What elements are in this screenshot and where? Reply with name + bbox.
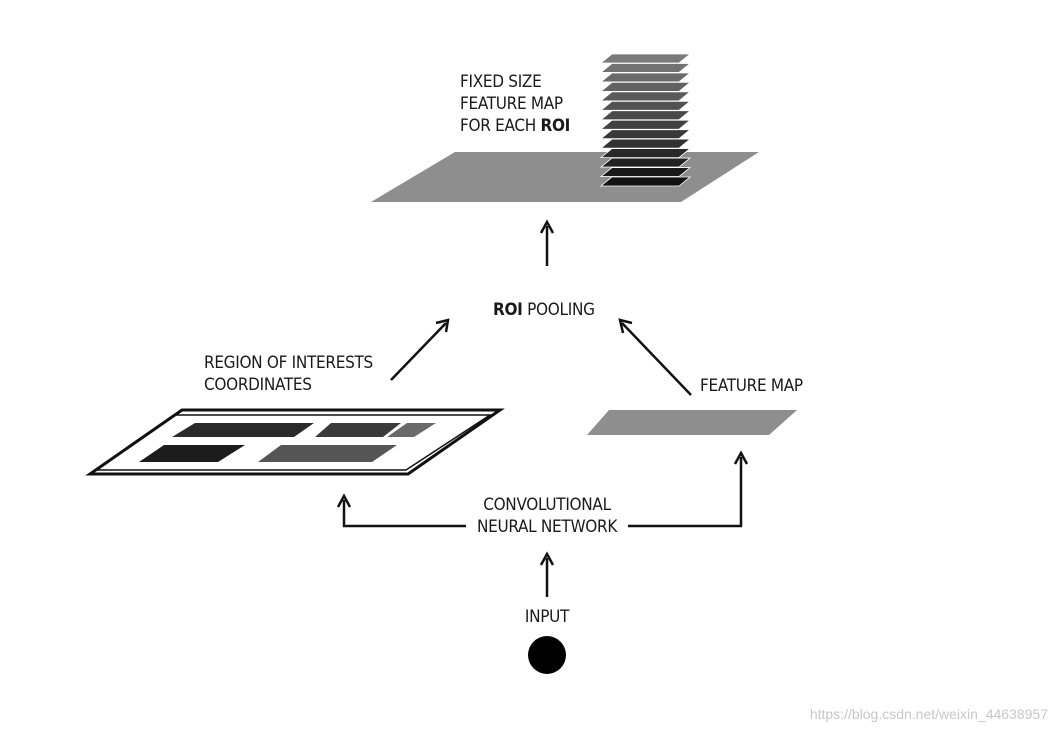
roi-pooling-label-rest: POOLING <box>522 300 595 320</box>
feature-map-layer <box>599 100 692 111</box>
feature-map-layer <box>599 81 692 92</box>
fixed-size-label-line2: FEATURE MAP <box>460 94 563 114</box>
fixed-size-label-line3: FOR EACH ROI <box>460 115 570 137</box>
fixed-size-label-line1: FIXED SIZE <box>460 72 542 92</box>
roi-box-2 <box>315 423 401 437</box>
cnn-label-line2: NEURAL NETWORK <box>476 517 618 537</box>
feature-map-layer <box>599 138 692 149</box>
arrow-cnn-to-feature-map <box>628 450 749 528</box>
feature-map-layer <box>599 63 692 73</box>
arrow-cnn-to-region <box>336 493 466 528</box>
cnn-label-line1: CONVOLUTIONAL <box>483 495 611 515</box>
cnn-label: CONVOLUTIONAL NEURAL NETWORK <box>467 494 627 538</box>
feature-map-layer <box>599 72 692 83</box>
fixed-size-label: FIXED SIZE FEATURE MAP FOR EACH ROI <box>460 71 570 137</box>
roi-box-4 <box>139 445 245 462</box>
feature-map-layer <box>599 91 692 102</box>
feature-map-layer <box>599 176 692 187</box>
pooled-feature-plane <box>371 152 759 202</box>
arrow-region-to-roi-pooling <box>390 318 450 381</box>
fixed-size-label-line3-bold: ROI <box>540 116 571 136</box>
feature-map-layer <box>599 148 692 159</box>
feature-map-layer <box>599 167 692 177</box>
region-of-interests-plane <box>85 408 505 476</box>
arrow-input-to-cnn <box>539 551 555 597</box>
roi-pooling-label-bold: ROI <box>493 300 523 320</box>
roi-pooling-label: ROI POOLING <box>493 299 595 321</box>
region-label-line2: COORDINATES <box>204 375 312 395</box>
watermark-text: https://blog.csdn.net/weixin_44638957 <box>809 706 1048 722</box>
input-node <box>528 636 566 674</box>
feature-map-plane <box>587 410 797 435</box>
feature-map-label: FEATURE MAP <box>700 376 803 396</box>
roi-box-3 <box>387 423 436 437</box>
roi-box-1 <box>172 423 314 437</box>
fixed-size-feature-map-stack <box>599 53 692 187</box>
region-coordinates-label: REGION OF INTERESTS COORDINATES <box>204 352 373 396</box>
fixed-size-label-line3-prefix: FOR EACH <box>460 116 541 136</box>
input-label: INPUT <box>524 607 570 627</box>
feature-map-layer <box>599 157 692 168</box>
roi-box-5 <box>258 445 397 462</box>
feature-map-layer <box>599 53 692 64</box>
arrow-feature-map-to-roi-pooling <box>618 318 692 396</box>
feature-map-layer <box>599 119 692 130</box>
region-label-line1: REGION OF INTERESTS <box>204 353 373 373</box>
arrow-roi-pooling-to-output <box>539 219 555 266</box>
feature-map-layer <box>599 110 692 121</box>
feature-map-layer <box>599 129 692 140</box>
